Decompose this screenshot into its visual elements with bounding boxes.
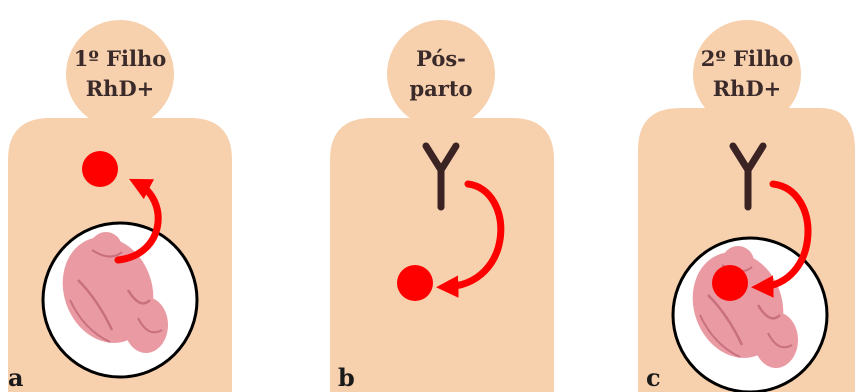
panel-letter: c xyxy=(646,363,661,392)
head-label-line1: Pós- xyxy=(416,46,466,71)
panel-letter: b xyxy=(338,363,355,392)
head-label-line1: 2º Filho xyxy=(701,46,794,71)
womb xyxy=(41,221,199,379)
head-label-line2: parto xyxy=(409,76,472,101)
antibody-icon xyxy=(729,142,767,211)
panel-b: Pós- parto b xyxy=(330,20,554,392)
panel-c: 2º Filho RhD+ c xyxy=(638,20,855,392)
panel-letter: a xyxy=(8,363,24,392)
fetus-icon xyxy=(62,232,168,353)
red-blood-cell-icon xyxy=(712,265,748,301)
red-blood-cell-icon xyxy=(82,151,118,187)
curved-arrow-icon xyxy=(114,178,162,264)
head-circle xyxy=(693,20,801,128)
head-circle xyxy=(387,20,495,128)
red-blood-cell-icon xyxy=(397,265,433,301)
head-label-line2: RhD+ xyxy=(86,76,155,101)
antibody-icon xyxy=(422,142,460,211)
panel-a: 1º Filho RhD+ a xyxy=(8,20,232,392)
head-label-line1: 1º Filho xyxy=(74,46,167,71)
head-label-line2: RhD+ xyxy=(713,76,782,101)
head-circle xyxy=(66,20,174,128)
curved-arrow-icon xyxy=(751,180,812,298)
body-silhouette xyxy=(330,118,554,392)
curved-arrow-icon xyxy=(436,180,505,298)
